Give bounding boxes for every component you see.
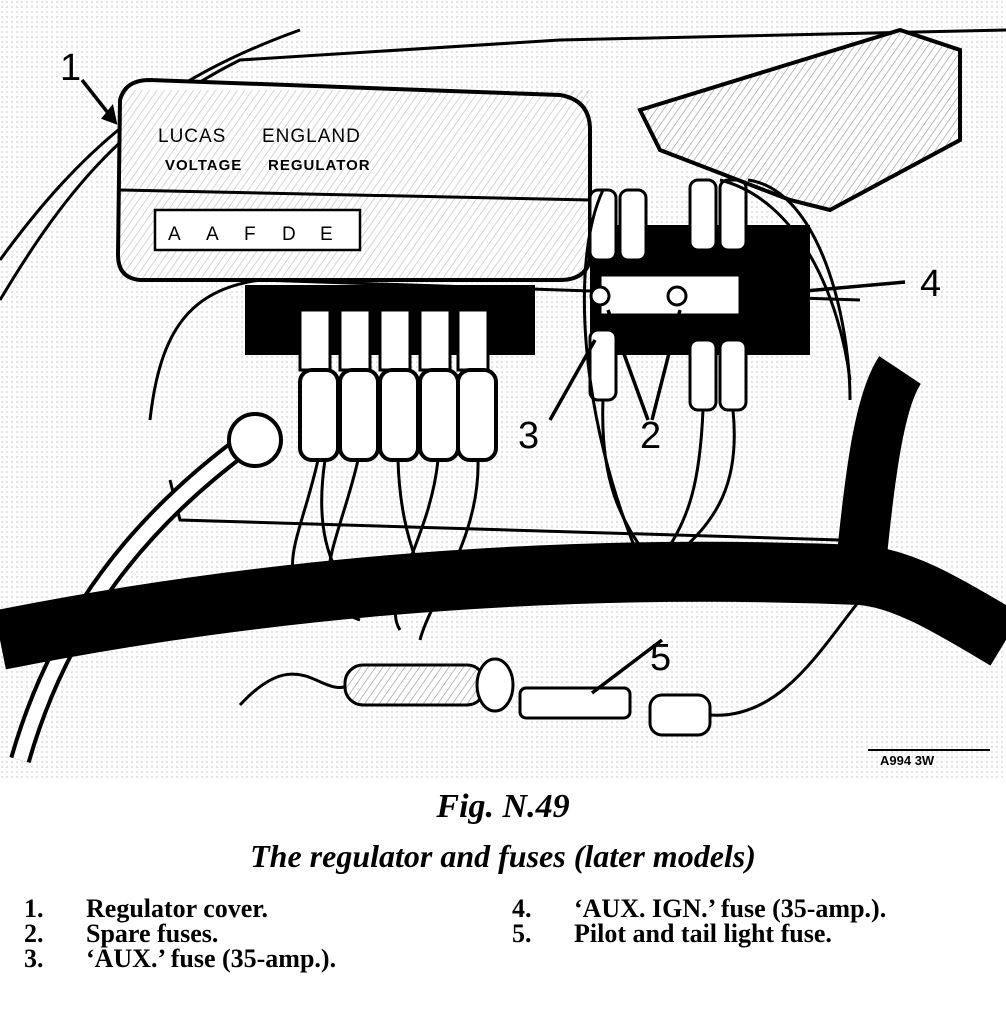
legend-number: 4. <box>512 894 532 923</box>
fuse-holder-parts <box>238 599 862 737</box>
callout-3: 3 <box>518 415 539 457</box>
fuse-block <box>588 178 810 412</box>
legend-item: 3. ‘AUX.’ fuse (35-amp.). <box>24 944 337 973</box>
figure-number: Fig. N.49 <box>436 788 570 825</box>
regulator-cover <box>115 77 592 282</box>
legend-right: 4. ‘AUX. IGN.’ fuse (35-amp.). 5. Pilot … <box>512 894 887 948</box>
legend-text: Spare fuses. <box>86 919 219 948</box>
figure-title: The regulator and fuses (later models) <box>250 838 756 874</box>
legend-number: 3. <box>24 944 44 973</box>
grommet <box>227 412 283 468</box>
legend-number: 5. <box>512 919 532 948</box>
legend-number: 1. <box>24 894 44 923</box>
callout-leaders <box>80 78 906 695</box>
legend-item: 5. Pilot and tail light fuse. <box>512 919 886 948</box>
plate-terminal-label: D <box>282 224 297 245</box>
legend-item: 4. ‘AUX. IGN.’ fuse (35-amp.). <box>512 894 887 923</box>
legend-text: Regulator cover. <box>86 894 268 923</box>
plate-brand: LUCAS <box>158 126 226 147</box>
legend-text: ‘AUX.’ fuse (35-amp.). <box>86 944 337 973</box>
fuse-block-wires <box>582 178 852 562</box>
legend-number: 2. <box>24 919 44 948</box>
terminal-connectors <box>298 368 498 462</box>
plate-terminal-row: A A F D E <box>168 224 334 245</box>
regulator-terminals <box>298 308 490 372</box>
legend-left: 1. Regulator cover. 2. Spare fuses. 3. ‘… <box>24 894 337 973</box>
legend-item: 2. Spare fuses. <box>24 919 336 948</box>
plate-terminal-label: F <box>244 224 257 245</box>
fuse-block-cover <box>637 27 962 213</box>
plate-country: ENGLAND <box>262 126 361 147</box>
plate-terminal-label: E <box>320 224 334 245</box>
callout-1: 1 <box>60 47 81 89</box>
regulator-wires <box>291 459 480 641</box>
plate-line2: REGULATOR <box>268 157 371 174</box>
callout-5: 5 <box>650 637 671 679</box>
legend-text: Pilot and tail light fuse. <box>574 919 832 948</box>
legend-text: ‘AUX. IGN.’ fuse (35-amp.). <box>574 894 887 923</box>
legend-item: 1. Regulator cover. <box>24 894 336 923</box>
figure-reference: A994 3W <box>880 753 935 768</box>
plate-line1: VOLTAGE <box>165 157 242 174</box>
callout-4: 4 <box>920 263 941 305</box>
regulator-fuse-illustration: LUCAS ENGLAND VOLTAGE REGULATOR A A F D … <box>0 0 1006 780</box>
callout-2: 2 <box>640 415 661 457</box>
plate-terminal-label: A <box>206 224 220 245</box>
plate-terminal-label: A <box>168 224 182 245</box>
